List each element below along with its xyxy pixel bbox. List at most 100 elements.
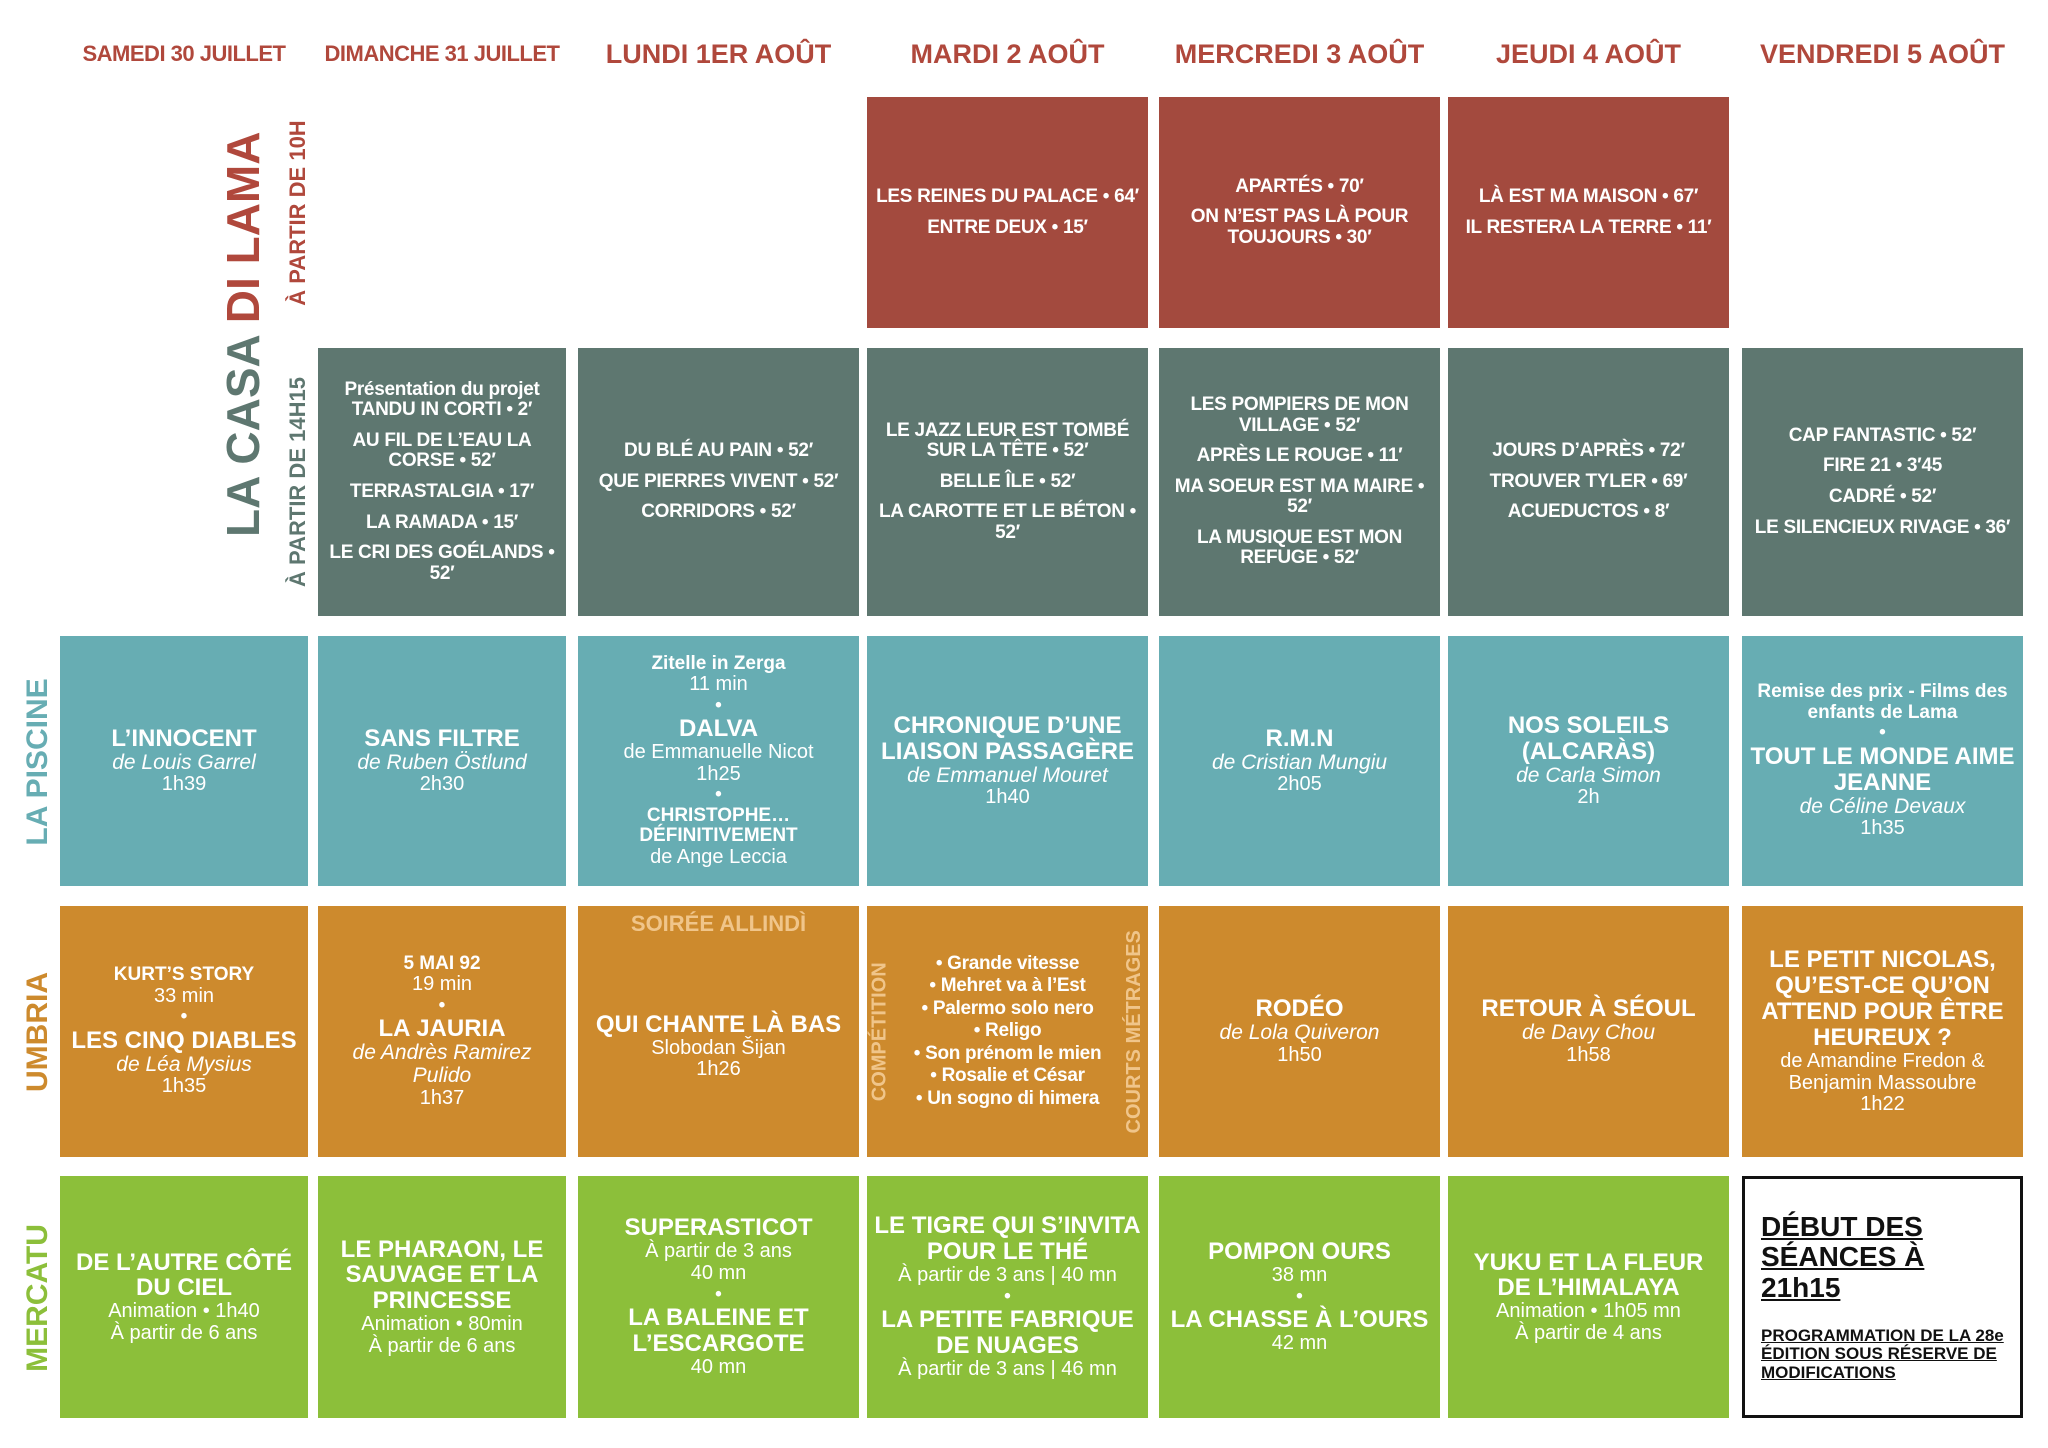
film-title: JOURS D’APRÈS • 72′	[1492, 440, 1685, 462]
day-header: SAMEDI 30 JUILLET	[82, 41, 286, 66]
film-title: YUKU ET LA FLEUR DE L’HIMALAYA	[1473, 1248, 1704, 1302]
film-title: QUI CHANTE LÀ BAS	[595, 1010, 842, 1038]
film-title: LES POMPIERS DE MON VILLAGE • 52′	[1190, 394, 1409, 436]
short-title: • Un sogno di himera	[915, 1087, 1100, 1109]
director: de Ruben Östlund	[357, 750, 527, 774]
venue-casa-di-lama: LA CASA DI LAMA	[213, 132, 273, 537]
day-header: VENDREDI 5 AOÛT	[1759, 38, 2006, 69]
film-title: RETOUR À SÉOUL	[1481, 995, 1696, 1023]
film-title: CORRIDORS • 52′	[641, 501, 796, 523]
film-title: BELLE ÎLE • 52′	[939, 470, 1076, 492]
film-info: 38 mn	[1271, 1264, 1328, 1287]
venue-casa-label: LA CASA	[217, 335, 269, 537]
film-title: CHRONIQUE D’UNE LIAISON PASSAGÈRE	[881, 711, 1134, 765]
film-info: Animation • 1h05 mn	[1496, 1300, 1681, 1323]
casa-14h-cell: LE JAZZ LEUR EST TOMBÉ SUR LA TÊTE • 52′…	[867, 348, 1148, 616]
film-title: SUPERASTICOT	[624, 1214, 813, 1242]
film-info: de Ange Leccia	[650, 845, 787, 868]
film-info: 1h25	[696, 762, 741, 785]
day-header: JEUDI 4 AOÛT	[1495, 38, 1682, 69]
director: de Carla Simon	[1516, 763, 1661, 787]
film-title: LA CHASSE À L’OURS	[1170, 1306, 1429, 1334]
short-title: • Rosalie et César	[930, 1065, 1085, 1087]
film-title: LES CINQ DIABLES	[71, 1026, 297, 1054]
short-title: KURT’S STORY	[113, 964, 255, 986]
notice-text: PROGRAMMATION DE LA 28e ÉDITION SOUS RÉS…	[1761, 1325, 2004, 1382]
film-title: LE CRI DES GOÉLANDS • 52′	[329, 542, 555, 584]
separator: •	[180, 1006, 188, 1028]
film-info: 11 min	[689, 673, 748, 696]
short-title: • Mehret va à l’Est	[929, 975, 1086, 997]
day-header: MARDI 2 AOÛT	[910, 38, 1105, 69]
short-title: • Grande vitesse	[935, 952, 1080, 974]
film-title: LÀ EST MA MAISON • 67′	[1478, 185, 1699, 207]
film-title: LA PETITE FABRIQUE DE NUAGES	[881, 1306, 1134, 1360]
casa-14h-cell: LES POMPIERS DE MON VILLAGE • 52′ APRÈS L…	[1159, 348, 1440, 616]
film-title: LA RAMADA • 15′	[365, 511, 519, 533]
film-info: 1h26	[696, 1058, 741, 1081]
film-info: Slobodan Šijan	[651, 1036, 786, 1059]
film-title: RODÉO	[1255, 995, 1344, 1023]
film-title: CAP FANTASTIC • 52′	[1788, 424, 1977, 446]
film-info: Animation • 80min	[361, 1313, 523, 1336]
separator: •	[715, 784, 722, 806]
film-title: TERRASTALGIA • 17′	[349, 481, 535, 502]
short-title: • Palermo solo nero	[921, 997, 1094, 1019]
side-label: COMPÉTITION	[868, 962, 891, 1101]
venue-umbria: UMBRIA	[21, 972, 54, 1092]
film-title: NOS SOLEILS (ALCARÀS)	[1507, 711, 1670, 765]
piscine-cell: Remise des prix - Films des enfants de L…	[1742, 636, 2023, 886]
film-title: APRÈS LE ROUGE • 11′	[1196, 445, 1403, 467]
film-title: CADRÉ • 52′	[1828, 486, 1937, 507]
day-header: MERCREDI 3 AOÛT	[1174, 38, 1425, 69]
film-info: À partir de 3 ans | 40 mn	[898, 1264, 1117, 1287]
film-title: LA BALEINE ET L’ESCARGOTE	[628, 1304, 809, 1357]
mercatu-cell: LE PHARAON, LE SAUVAGE ET LA PRINCESSE A…	[318, 1176, 566, 1418]
film-info: À partir de 3 ans	[645, 1240, 792, 1263]
film-title: LE TIGRE QUI S’INVITA POUR LE THÉ	[874, 1212, 1141, 1266]
film-title: LE PHARAON, LE SAUVAGE ET LA PRINCESSE	[340, 1235, 544, 1315]
film-title: IL RESTERA LA TERRE • 11′	[1465, 216, 1712, 238]
film-title: LE SILENCIEUX RIVAGE • 36′	[1754, 516, 2011, 538]
film-title: LE PETIT NICOLAS, QU’EST-CE QU’ON ATTEND…	[1761, 946, 2004, 1052]
film-info: À partir de 4 ans	[1515, 1321, 1662, 1344]
mercatu-cell: DE L’AUTRE CÔTÉ DU CIEL Animation • 1h40…	[60, 1176, 308, 1418]
film-title: TOUT LE MONDE AIME JEANNE	[1750, 742, 2015, 796]
film-title: Présentation du projet TANDU IN CORTI • …	[344, 378, 540, 421]
short-title: • Religo	[973, 1020, 1042, 1042]
casa-10h-cell: APARTÉS • 70′ON N’EST PAS LÀ POUR TOUJOU…	[1159, 97, 1440, 328]
film-info: 1h39	[161, 773, 207, 796]
director: de Andrès Ramirez Pulido	[352, 1041, 532, 1087]
film-info: 40 mn	[690, 1261, 747, 1284]
film-title: FIRE 21 • 3′45	[1823, 455, 1942, 477]
side-label-wrap: COURTS MÉTRAGES	[1122, 906, 1148, 1157]
casa-14h-label: À PARTIR DE 14H15	[285, 377, 310, 587]
film-title: ENTRE DEUX • 15′	[927, 216, 1088, 238]
film-title: LA CAROTTE ET LE BÉTON • 52′	[878, 501, 1136, 543]
short-title: Zitelle in Zerga	[651, 652, 786, 674]
film-info: À partir de 3 ans | 46 mn	[898, 1358, 1117, 1381]
film-title: R.M.N	[1265, 724, 1334, 752]
film-info: 1h22	[1860, 1093, 1905, 1116]
film-info: 2h	[1577, 786, 1600, 809]
separator: •	[1296, 1285, 1303, 1307]
film-info: de Amandine Fredon & Benjamin Massoubre	[1780, 1049, 1985, 1094]
side-label: COURTS MÉTRAGES	[1123, 929, 1146, 1134]
film-info: de Emmanuelle Nicot	[623, 741, 814, 764]
film-info: 1h50	[1277, 1043, 1322, 1066]
event-banner: SOIRÉE ALLINDÌ	[630, 911, 807, 936]
film-info: 1h35	[1860, 817, 1905, 840]
film-info: Animation • 1h40	[108, 1300, 260, 1323]
director: de Cristian Mungiu	[1211, 750, 1388, 774]
film-title: LES REINES DU PALACE • 64′	[876, 185, 1139, 207]
